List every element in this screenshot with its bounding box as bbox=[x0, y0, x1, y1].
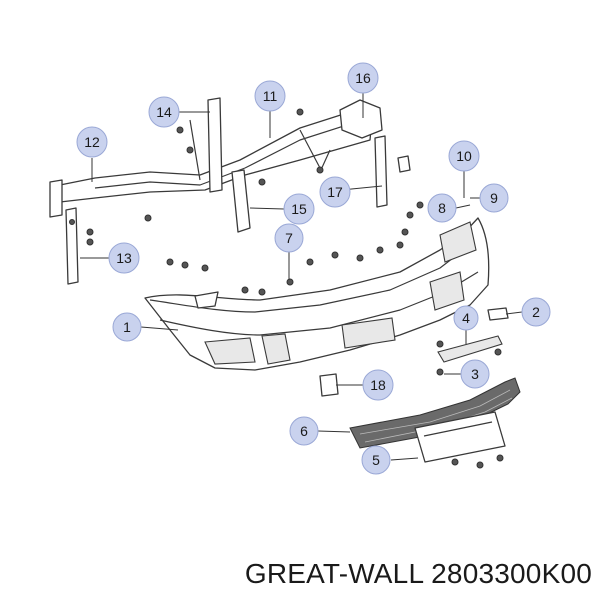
callout-label: 8 bbox=[438, 200, 446, 216]
callout-label: 9 bbox=[490, 190, 498, 206]
bumper-cover bbox=[144, 217, 490, 371]
callout-label: 3 bbox=[471, 366, 479, 382]
callout-label: 11 bbox=[263, 88, 278, 104]
callout-label: 17 bbox=[327, 184, 343, 200]
callout-12: 12 bbox=[76, 126, 108, 158]
callout-11: 11 bbox=[254, 80, 286, 112]
callout-14: 14 bbox=[148, 96, 180, 128]
license-plate-bracket bbox=[414, 411, 506, 463]
callout-label: 13 bbox=[116, 250, 132, 266]
callout-6: 6 bbox=[289, 416, 319, 446]
left-vertical-bracket bbox=[65, 207, 94, 285]
side-brackets bbox=[436, 307, 509, 363]
callout-8: 8 bbox=[427, 193, 457, 223]
callout-16: 16 bbox=[347, 62, 379, 94]
callout-label: 5 bbox=[372, 452, 380, 468]
callout-label: 15 bbox=[291, 201, 307, 217]
callout-label: 10 bbox=[456, 148, 472, 164]
callout-label: 4 bbox=[462, 310, 470, 326]
callout-7: 7 bbox=[274, 223, 304, 253]
callout-18: 18 bbox=[362, 369, 394, 401]
callout-label: 7 bbox=[285, 230, 293, 246]
callout-label: 1 bbox=[123, 319, 131, 335]
callout-2: 2 bbox=[521, 297, 551, 327]
callout-label: 18 bbox=[370, 377, 386, 393]
callout-3: 3 bbox=[460, 359, 490, 389]
callout-9: 9 bbox=[479, 183, 509, 213]
callout-17: 17 bbox=[319, 176, 351, 208]
small-bracket bbox=[319, 373, 339, 397]
callout-5: 5 bbox=[361, 445, 391, 475]
callout-label: 14 bbox=[156, 104, 172, 120]
callout-label: 6 bbox=[300, 423, 308, 439]
part-number-caption: GREAT-WALL 2803300K00 bbox=[244, 558, 592, 589]
fasteners bbox=[144, 108, 504, 469]
callout-1: 1 bbox=[112, 312, 142, 342]
callout-label: 12 bbox=[84, 134, 100, 150]
callout-10: 10 bbox=[448, 140, 480, 172]
leader-lines bbox=[80, 93, 523, 461]
callout-15: 15 bbox=[283, 193, 315, 225]
callout-13: 13 bbox=[108, 242, 140, 274]
callout-label: 16 bbox=[355, 70, 371, 86]
vertical-posts bbox=[207, 97, 411, 233]
callout-label: 2 bbox=[532, 304, 540, 320]
callout-4: 4 bbox=[453, 305, 479, 331]
